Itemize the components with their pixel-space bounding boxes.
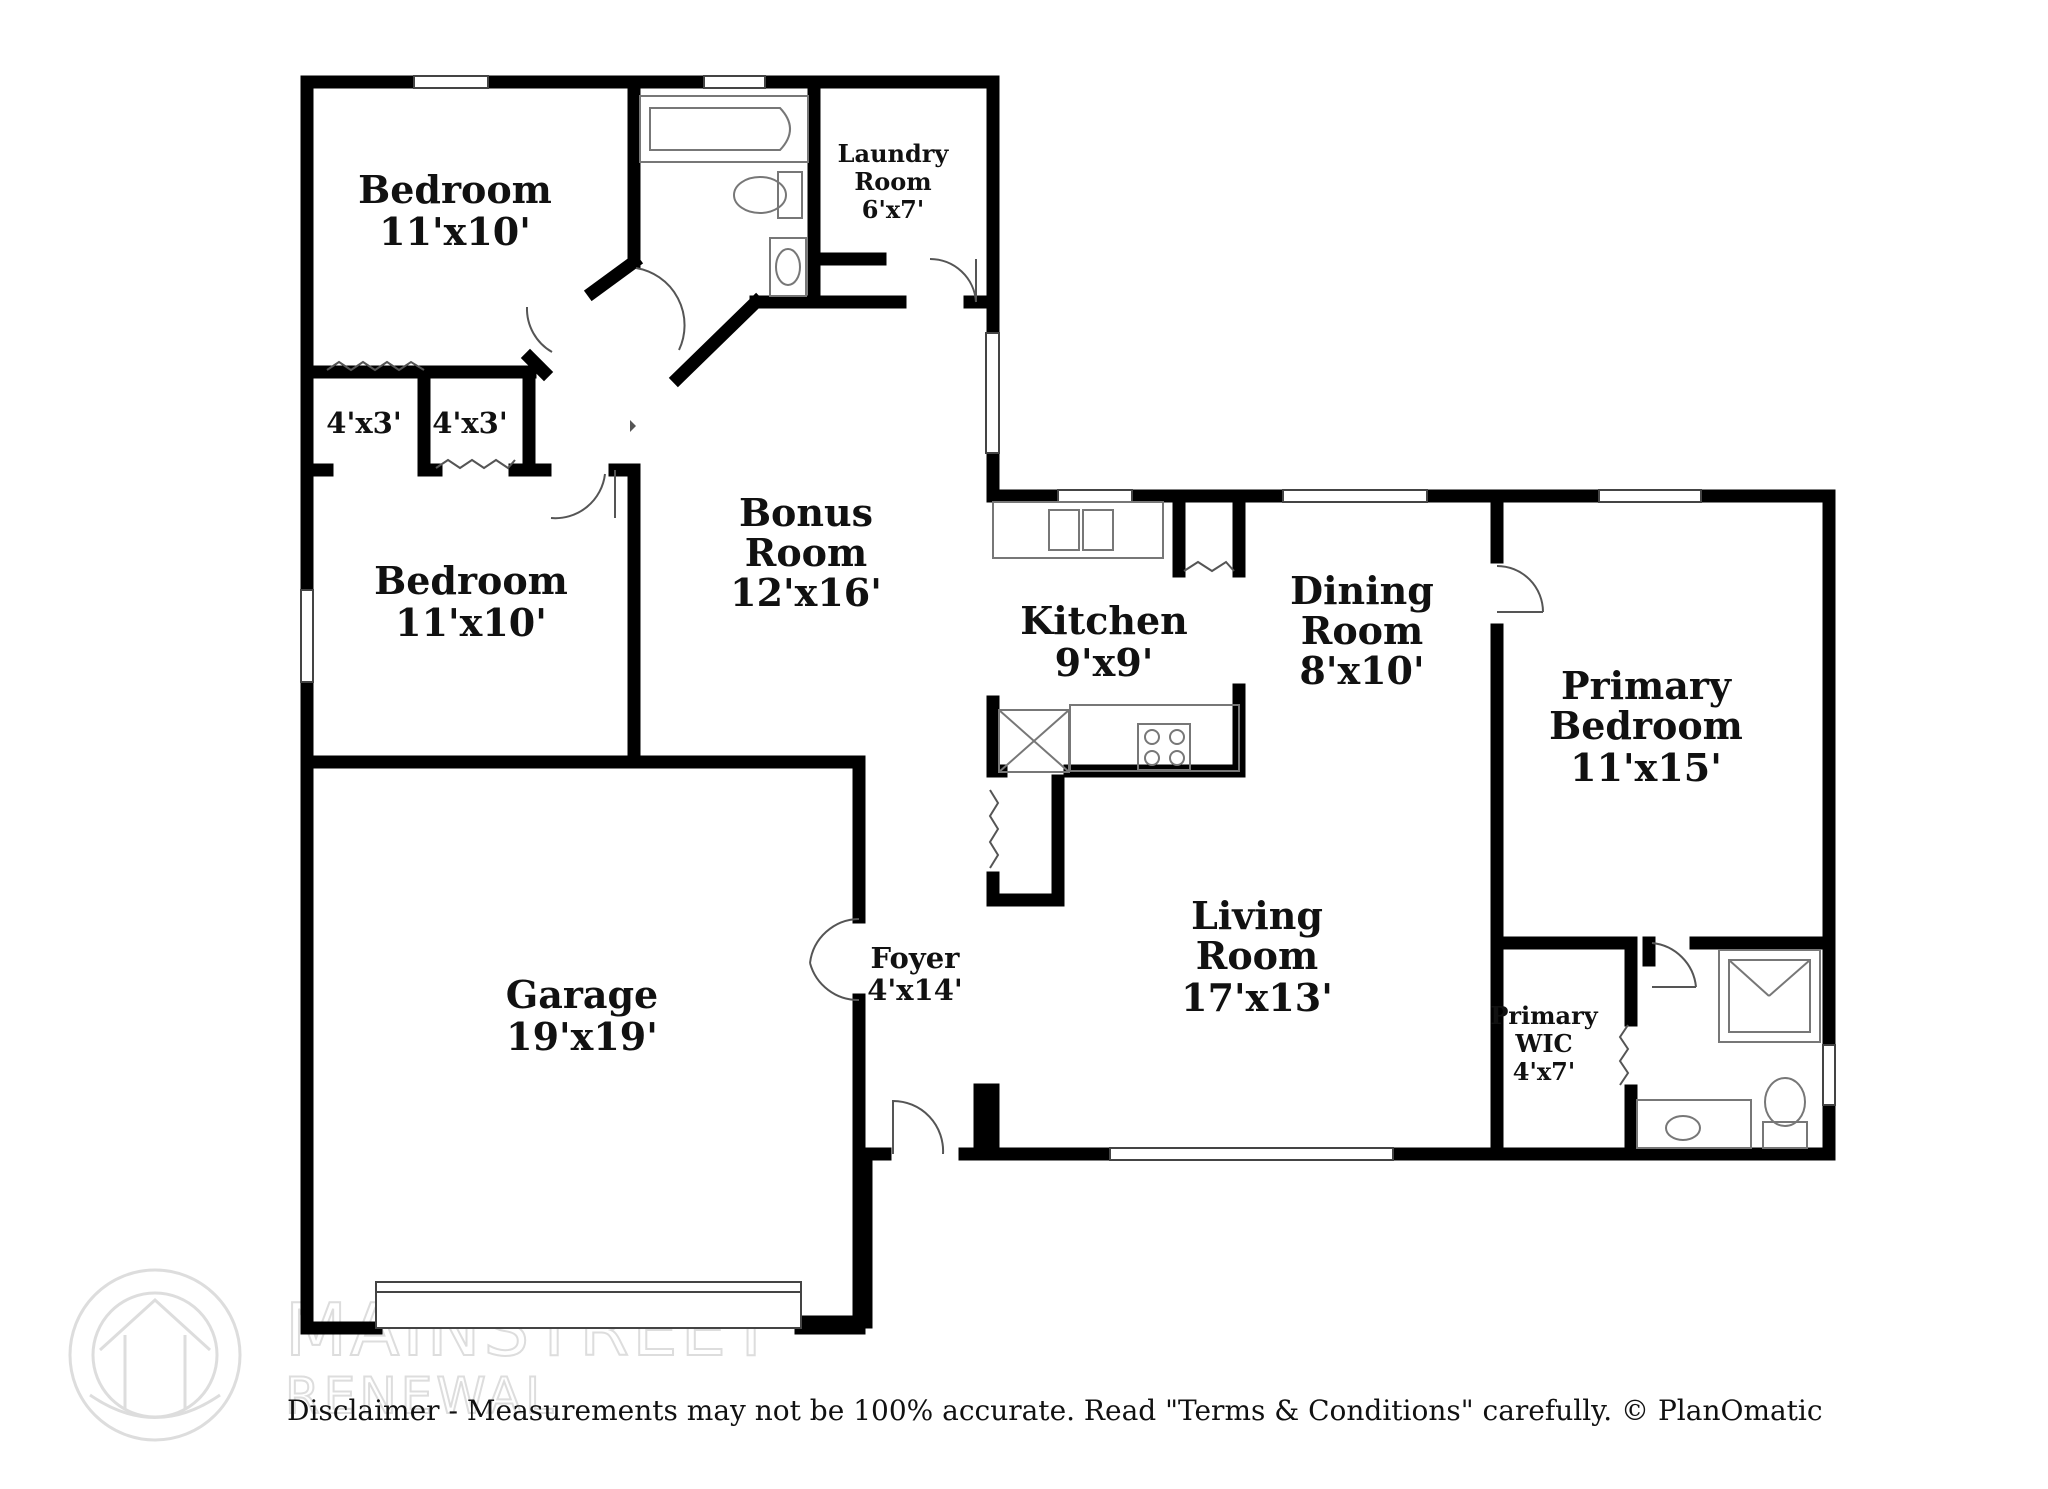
refrigerator-icon [998,709,1070,773]
dining-name-line2: Room [1301,608,1423,653]
bedroom1-dims: 11'x10' [379,209,531,254]
closet2-dims: 4'x3' [432,406,507,440]
laundry-dims: 6'x7' [862,195,924,224]
bonus-name-line2: Room [745,530,867,575]
toilet-icon [733,171,803,219]
watermark-line2: RENEWAL [285,1367,557,1425]
kitchen-counter [1069,704,1240,772]
kitchen-name: Kitchen [1020,598,1188,643]
bedroom2-dims: 11'x10' [395,600,547,645]
primary-bedroom-dims: 11'x15' [1570,745,1722,790]
kitchen-dims: 9'x9' [1055,640,1154,685]
dining-dims: 8'x10' [1299,648,1424,693]
garage-dims: 19'x19' [506,1014,658,1059]
doors [326,257,1697,1155]
foyer-dims: 4'x14' [867,973,963,1007]
foyer-name: Foyer [871,941,961,975]
shower-icon [1718,949,1821,1043]
primary-bedroom-name-line2: Bedroom [1549,703,1743,748]
garage-name: Garage [506,972,658,1017]
room-labels: Bedroom 11'x10' 4'x3' 4'x3' Laundry Room… [326,139,1743,1086]
bonus-dims: 12'x16' [730,570,882,615]
bonus-name-line1: Bonus [739,490,873,535]
primary-wic-dims: 4'x7' [1513,1057,1575,1086]
sink-icon [769,237,807,297]
dining-name-line1: Dining [1290,568,1434,613]
stove-icon [1137,723,1191,771]
laundry-name-line2: Room [854,167,931,196]
windows [300,75,1836,1329]
primary-wic-name-line1: Primary [1490,1001,1598,1030]
mainstreet-logo-icon [68,1268,242,1442]
bedroom1-name: Bedroom [358,167,552,212]
primary-bedroom-name-line1: Primary [1561,663,1732,708]
bathtub-icon [639,95,809,163]
living-dims: 17'x13' [1181,975,1333,1020]
entry-arrow-icon [630,420,636,432]
disclaimer-text: Disclaimer - Measurements may not be 100… [287,1394,1823,1427]
living-name-line1: Living [1191,893,1323,938]
living-name-line2: Room [1196,933,1318,978]
primary-toilet-icon [1762,1077,1808,1149]
bedroom2-name: Bedroom [374,558,568,603]
primary-wic-name-line2: WIC [1514,1029,1572,1058]
fixtures [630,95,1821,1149]
closet1-dims: 4'x3' [326,406,401,440]
kitchen-sink-icon [992,501,1164,559]
laundry-name-line1: Laundry [838,139,950,168]
primary-vanity-icon [1636,1099,1752,1149]
